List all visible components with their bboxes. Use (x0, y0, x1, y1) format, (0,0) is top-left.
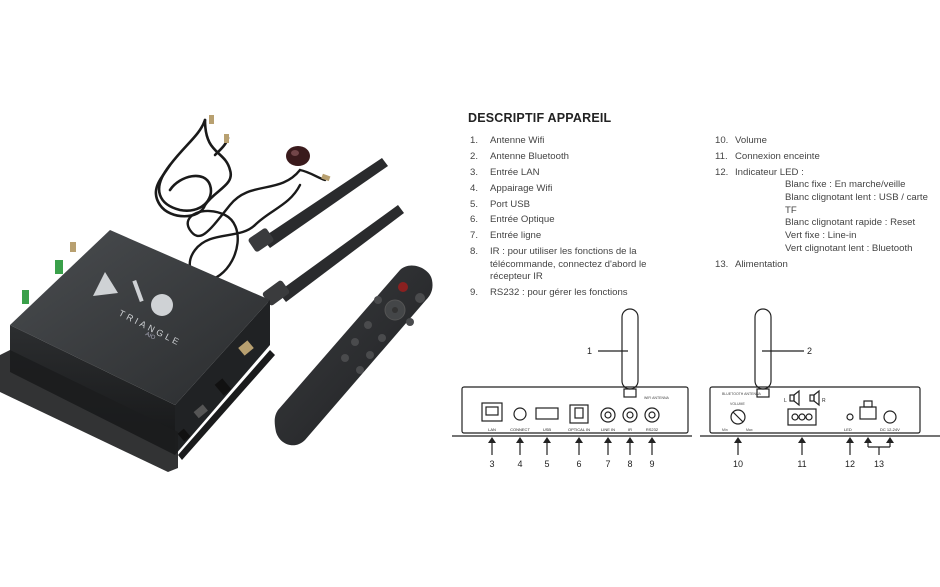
list-item: 9.RS232 : pour gérer les fonctions (470, 287, 628, 299)
power-label: DC 12-24V (880, 427, 900, 432)
antenna-label: WIFI ANTENNA (644, 396, 670, 400)
port-label-line-in: LINE IN (601, 427, 615, 432)
aio-logo (93, 272, 173, 316)
list-item: 10.Volume (715, 135, 767, 146)
model-text: AIO (144, 331, 156, 341)
antenna-wifi (248, 158, 388, 252)
min-label: Min (722, 428, 728, 432)
list-item: 13.Alimentation (715, 258, 788, 270)
list-item: 5.Port USB (470, 198, 530, 210)
led-state: Blanc clignotant lent : USB / carte TF (785, 191, 928, 216)
callout-8: 8 (627, 459, 632, 469)
callout-11: 11 (797, 459, 806, 469)
port-label-lan: LAN (488, 427, 496, 432)
port-label-ir: IR (628, 427, 632, 432)
ir-cable (186, 168, 327, 282)
volume-label: VOLUME (730, 402, 745, 406)
callout-6: 6 (576, 459, 581, 469)
port-label-connect: CONNECT (510, 427, 530, 432)
callout-12: 12 (845, 459, 855, 469)
list-item: 3.Entrée LAN (470, 166, 540, 178)
list-item: 11.Connexion enceinte (715, 150, 820, 162)
callout-1: 1 (587, 346, 592, 356)
speaker-right-label: R (822, 398, 826, 404)
product-photo: TRIANGLE AIO (0, 115, 433, 472)
led-state: Blanc fixe : En marche/veille (785, 179, 906, 191)
callout-4: 4 (517, 459, 522, 469)
led-state: Blanc clignotant rapide : Reset (785, 217, 916, 229)
callout-9: 9 (649, 459, 654, 469)
callout-13: 13 (874, 459, 884, 469)
port-label-rs232: RS232 (646, 427, 659, 432)
description-heading: DESCRIPTIF APPAREIL (468, 111, 612, 125)
remote-control (274, 265, 433, 446)
list-item: 8.IR : pour utiliser les fonctions de la… (470, 246, 647, 283)
audio-cable (154, 118, 233, 218)
antenna-bluetooth (262, 205, 404, 306)
aio-main-unit: TRIANGLE AIO (0, 230, 275, 472)
back-panel-diagram: 2 BLUETOOTH ANTENNA VOLUME Min Max L R L… (700, 308, 940, 469)
list-item: 12.Indicateur LED : Blanc fixe : En marc… (715, 167, 940, 256)
list-item: 2.Antenne Bluetooth (470, 150, 569, 162)
led-state: Vert clignotant lent : Bluetooth (785, 242, 913, 254)
callout-2: 2 (807, 346, 812, 356)
port-label-optical: OPTICAL IN (568, 427, 590, 432)
callout-7: 7 (605, 459, 610, 469)
list-item: 1.Antenne Wifi (470, 135, 545, 146)
component-list-right: 10.Volume 11.Connexion enceinte 12.Indic… (715, 135, 940, 275)
component-list-left: 1.Antenne Wifi 2.Antenne Bluetooth 3.Ent… (470, 135, 680, 303)
callout-5: 5 (544, 459, 549, 469)
led-state: Vert fixe : Line-in (785, 230, 857, 242)
list-item: 4.Appairage Wifi (470, 182, 553, 194)
callout-3: 3 (489, 459, 494, 469)
list-item: 7.Entrée ligne (470, 230, 542, 242)
ir-receiver (286, 146, 310, 166)
port-label-usb: USB (543, 427, 552, 432)
led-label: LED (844, 427, 852, 432)
callout-10: 10 (733, 459, 743, 469)
list-item: 6.Entrée Optique (470, 214, 555, 226)
max-label: Max (746, 428, 753, 432)
bluetooth-antenna-label: BLUETOOTH ANTENNA (722, 392, 761, 396)
speaker-left-label: L (784, 398, 787, 404)
front-panel-diagram: 1 WIFI ANTENNA LAN CONNECT USB OPTICAL I… (452, 308, 692, 469)
